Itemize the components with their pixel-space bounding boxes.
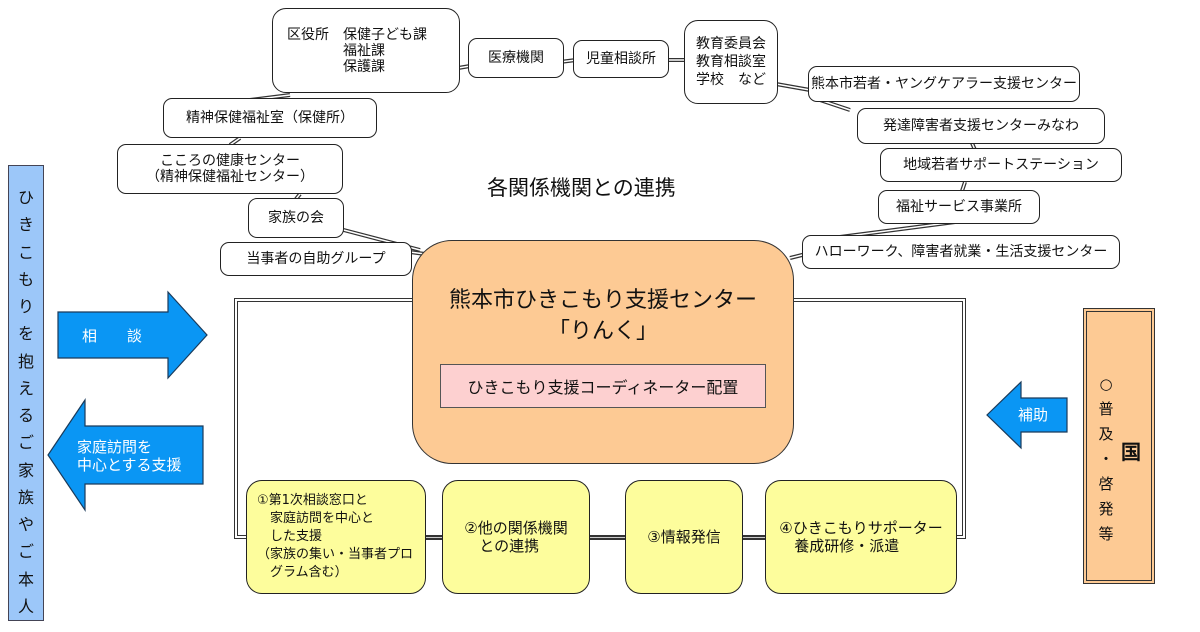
section-title: 各関係機関との連携 <box>487 176 676 200</box>
left-bar-char: る <box>17 406 34 425</box>
left-bar-char: ひ <box>17 188 34 207</box>
agency-education: 教育委員会 教育相談室 学校 など <box>684 20 778 104</box>
left-bar-char: ご <box>17 433 34 453</box>
left-bar-char: ご <box>17 542 34 562</box>
left-bar-char: 人 <box>17 596 34 616</box>
agency-mental-health-office: 精神保健福祉室（保健所） <box>163 98 377 138</box>
national-items: ○ 普及・啓発等 <box>1095 372 1117 547</box>
left-bar-char: も <box>17 269 34 289</box>
agency-developmental-disability-center: 発達障害者支援センターみなわ <box>857 108 1105 144</box>
connector-line <box>839 221 956 238</box>
left-bar-char: 本 <box>17 569 34 589</box>
home-visit-label: 家庭訪問を 中心とする支援 <box>77 438 182 474</box>
agency-self-help-group: 当事者の自助グループ <box>220 242 412 276</box>
coordinator-box: ひきこもり支援コーディネーター配置 <box>440 364 766 408</box>
agency-kokoro-health-center: こころの健康センター （精神保健福祉センター） <box>117 144 343 194</box>
left-bar-char: り <box>17 297 34 316</box>
left-bar-char: え <box>17 378 34 398</box>
support-center-box: 熊本市ひきこもり支援センター 「りんく」 ひきこもり支援コーディネーター配置 <box>412 240 794 464</box>
agency-ward-office: 区役所 保健子ども課 福祉課 保護課 <box>272 8 460 93</box>
left-bar-char: 族 <box>17 487 34 507</box>
connector-line <box>229 137 241 146</box>
national-item-char: 等 <box>1098 525 1114 543</box>
consult-label: 相 談 <box>82 327 143 345</box>
home-visit-arrow-icon <box>47 398 204 512</box>
consult-arrow-icon <box>57 290 208 380</box>
national-item-char: ・ <box>1098 450 1114 468</box>
agency-medical: 医療機関 <box>468 38 564 78</box>
agency-family-association: 家族の会 <box>248 198 344 238</box>
subsidy-arrow-icon <box>986 380 1068 450</box>
families-and-individuals-bar: ひきこもりを抱えるご家族やご本人 <box>8 165 44 621</box>
national-item-char: 普 <box>1098 400 1114 418</box>
agency-hello-work: ハローワーク、障害者就業・生活支援センター <box>802 235 1120 269</box>
agency-welfare-service: 福祉サービス事業所 <box>878 190 1040 224</box>
support-center-title: 熊本市ひきこもり支援センター 「りんく」 <box>448 288 757 344</box>
national-item-char: 及 <box>1098 425 1114 443</box>
left-bar-char: き <box>17 215 34 235</box>
left-bar-char: 家 <box>17 460 34 480</box>
agency-youth-support-station: 地域若者サポートステーション <box>880 148 1122 182</box>
left-bar-char: 抱 <box>17 351 34 371</box>
service-supporter-training: ④ひきこもりサポーター 養成研修・派遣 <box>765 480 957 594</box>
subsidy-label: 補助 <box>1018 406 1049 424</box>
service-agency-cooperation: ②他の関係機関 との連携 <box>442 480 590 594</box>
connector-line <box>775 83 811 91</box>
service-first-consult: ①第1次相談窓口と 家庭訪問を中心と した支援 （家族の集い・当事者プロ グラム… <box>246 480 426 594</box>
left-bar-char: や <box>17 515 34 534</box>
left-bar-char: こ <box>17 242 34 262</box>
left-bar-char: を <box>17 324 34 344</box>
national-item-char: 発 <box>1098 500 1114 518</box>
agency-young-carer-center: 熊本市若者・ヤングケアラー支援センター <box>808 66 1080 102</box>
national-label: 国 <box>1121 440 1141 464</box>
service-info-dissemination: ③情報発信 <box>625 480 743 594</box>
national-item-char: ○ <box>1099 375 1113 393</box>
national-government-box: ○ 普及・啓発等 国 <box>1083 308 1155 584</box>
agency-child-guidance: 児童相談所 <box>573 40 669 78</box>
connector-line <box>961 181 966 192</box>
national-item-char: 啓 <box>1098 475 1114 493</box>
